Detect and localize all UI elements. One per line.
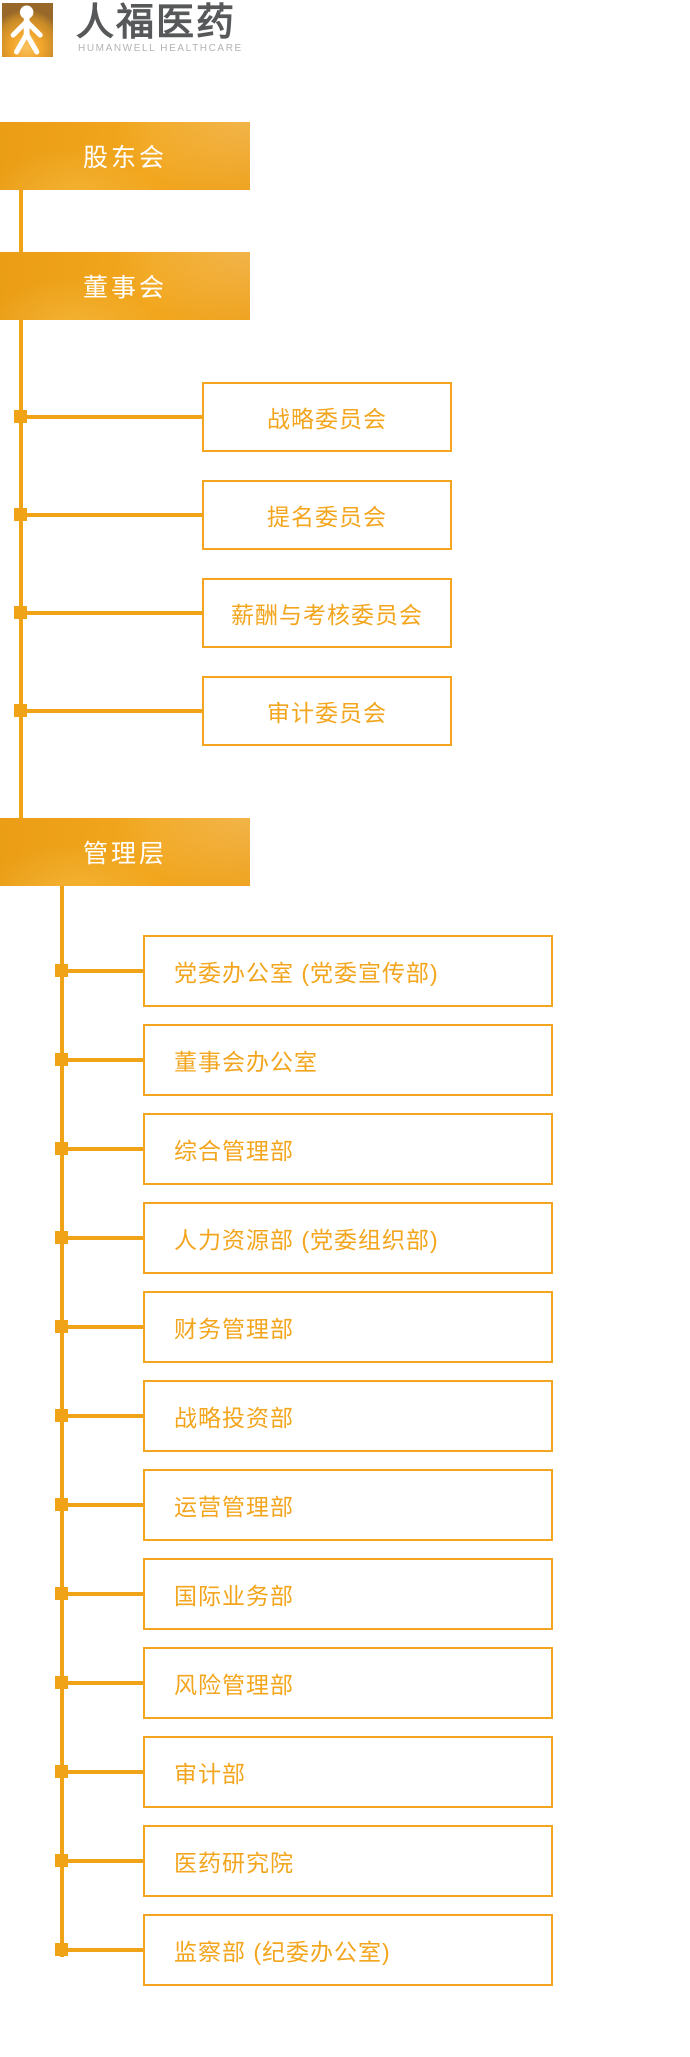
department-box: 运营管理部 [143,1469,553,1541]
connector-line [62,969,143,973]
junction-node [14,606,27,619]
org-box-management: 管理层 [0,818,250,886]
junction-node [55,1231,68,1244]
department-label: 风险管理部 [174,1672,294,1698]
junction-node [55,1587,68,1600]
department-box: 国际业务部 [143,1558,553,1630]
department-box: 监察部 (纪委办公室) [143,1914,553,1986]
junction-node [55,964,68,977]
connector-line [62,1058,143,1062]
junction-node [55,1409,68,1422]
connector-line [21,415,202,419]
logo-company-name-en: HUMANWELL HEALTHCARE [78,43,243,54]
department-label: 运营管理部 [174,1494,294,1520]
connector-line [62,1770,143,1774]
department-box: 人力资源部 (党委组织部) [143,1202,553,1274]
org-box-board: 董事会 [0,252,250,320]
connector-line [62,1948,143,1952]
department-label: 综合管理部 [174,1138,294,1164]
committee-box: 提名委员会 [202,480,452,550]
connector-line [62,1503,143,1507]
committee-box: 战略委员会 [202,382,452,452]
connector-line [21,611,202,615]
committee-label: 战略委员会 [267,406,387,432]
person-icon-figure [10,5,43,55]
department-label: 审计部 [174,1761,246,1787]
department-box: 财务管理部 [143,1291,553,1363]
department-label: 人力资源部 (党委组织部) [174,1227,439,1253]
junction-node [55,1320,68,1333]
department-label: 监察部 (纪委办公室) [174,1939,391,1965]
department-label: 国际业务部 [174,1583,294,1609]
department-label: 党委办公室 (党委宣传部) [174,960,439,986]
department-label: 财务管理部 [174,1316,294,1342]
connector-line [62,1592,143,1596]
committee-box: 审计委员会 [202,676,452,746]
department-label: 医药研究院 [174,1850,294,1876]
committee-label: 提名委员会 [267,504,387,530]
department-box: 综合管理部 [143,1113,553,1185]
junction-node [55,1765,68,1778]
junction-node [55,1943,68,1956]
department-label: 战略投资部 [174,1405,294,1431]
junction-node [14,508,27,521]
connector-trunk-board [19,190,23,818]
org-box-shareholders: 股东会 [0,122,250,190]
junction-node [55,1053,68,1066]
department-label: 董事会办公室 [174,1049,318,1075]
connector-line [62,1147,143,1151]
junction-node [14,704,27,717]
department-box: 战略投资部 [143,1380,553,1452]
department-box: 医药研究院 [143,1825,553,1897]
connector-line [62,1236,143,1240]
department-box: 风险管理部 [143,1647,553,1719]
connector-line [62,1681,143,1685]
department-box: 审计部 [143,1736,553,1808]
department-box: 董事会办公室 [143,1024,553,1096]
connector-line [21,513,202,517]
junction-node [55,1142,68,1155]
org-box-shareholders-label: 股东会 [82,144,167,172]
junction-node [55,1854,68,1867]
department-box: 党委办公室 (党委宣传部) [143,935,553,1007]
connector-line [62,1325,143,1329]
person-icon [2,3,53,57]
org-box-board-label: 董事会 [82,274,167,302]
committee-label: 薪酬与考核委员会 [231,602,423,628]
junction-node [14,410,27,423]
junction-node [55,1498,68,1511]
connector-line [62,1414,143,1418]
committee-box: 薪酬与考核委员会 [202,578,452,648]
junction-node [55,1676,68,1689]
logo-company-name: 人福医药 [76,2,237,44]
connector-line [21,709,202,713]
committee-label: 审计委员会 [267,700,387,726]
org-box-management-label: 管理层 [82,840,167,868]
connector-line [62,1859,143,1863]
